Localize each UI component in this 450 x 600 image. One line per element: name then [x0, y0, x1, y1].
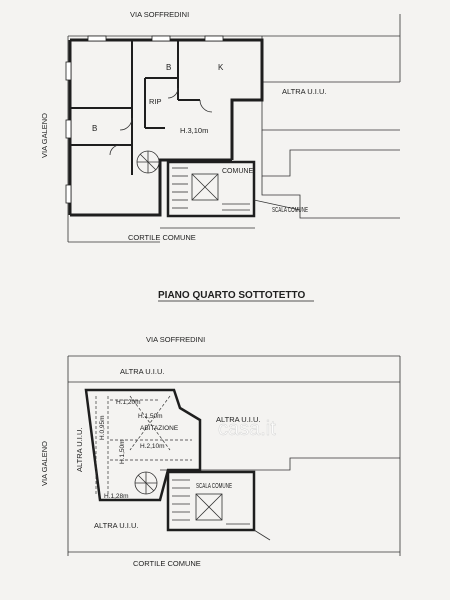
- dwelling-label: ABITAZIONE: [140, 425, 179, 432]
- room-label-b2: B: [92, 124, 97, 133]
- room-label-k: K: [218, 63, 224, 72]
- attic-dwelling-walls: [84, 388, 202, 502]
- other-unit-label-top: ALTRA U.I.U.: [282, 87, 326, 96]
- watermark-text: casa.it: [218, 418, 276, 440]
- other-unit-label-bottom: ALTRA U.I.U.: [94, 521, 138, 530]
- street-label-top-2: VIA SOFFREDINI: [146, 335, 205, 344]
- common-label: COMUNE: [222, 168, 253, 175]
- other-unit-label-right: ALTRA U.I.U.: [216, 415, 260, 424]
- street-label-left-2: VIA GALENO: [40, 441, 49, 486]
- height-label-top: H.3,10m: [180, 126, 208, 135]
- section-title: PIANO QUARTO SOTTOTETTO: [158, 290, 305, 301]
- other-unit-label-top-2: ALTRA U.I.U.: [120, 367, 164, 376]
- courtyard-label-2: CORTILE COMUNE: [133, 559, 201, 568]
- common-stair-bottom: [166, 470, 271, 541]
- courtyard-label-1: CORTILE COMUNE: [128, 233, 196, 242]
- height-label-150: H.1,50m: [138, 413, 163, 420]
- spiral-stair-bottom: [134, 471, 158, 495]
- common-stair-top: [166, 160, 301, 218]
- height-label-095: H.0,95m: [99, 415, 106, 440]
- attic-floor-plan: VIA SOFFREDINI VIA GALENO CORTILE COMUNE…: [40, 335, 401, 568]
- stair-area-outline: [261, 176, 400, 219]
- height-label-210: H.2,10m: [140, 443, 165, 450]
- height-label-150-vertical: H.1,50m: [119, 439, 126, 464]
- upper-floor-plan: VIA SOFFREDINI VIA GALENO CORTILE COMUNE…: [40, 10, 401, 243]
- apartment-walls: [65, 35, 264, 217]
- street-label-top-1: VIA SOFFREDINI: [130, 10, 189, 19]
- stair-common-label-top: SCALA COMUNE: [272, 207, 308, 214]
- height-label-120: H.1,20m: [116, 399, 141, 406]
- spiral-stair-top: [136, 150, 160, 174]
- altra-uiu-step: [261, 130, 400, 177]
- street-label-left-1: VIA GALENO: [40, 113, 49, 158]
- stair-common-label-bottom: SCALA COMUNE: [196, 483, 232, 490]
- other-unit-label-left: ALTRA U.I.U.: [75, 428, 84, 472]
- room-label-b1: B: [166, 63, 171, 72]
- height-label-128: H.1,28m: [104, 493, 129, 500]
- room-label-rip: RIP: [149, 97, 162, 106]
- altra-uiu-right-edge: [160, 457, 400, 471]
